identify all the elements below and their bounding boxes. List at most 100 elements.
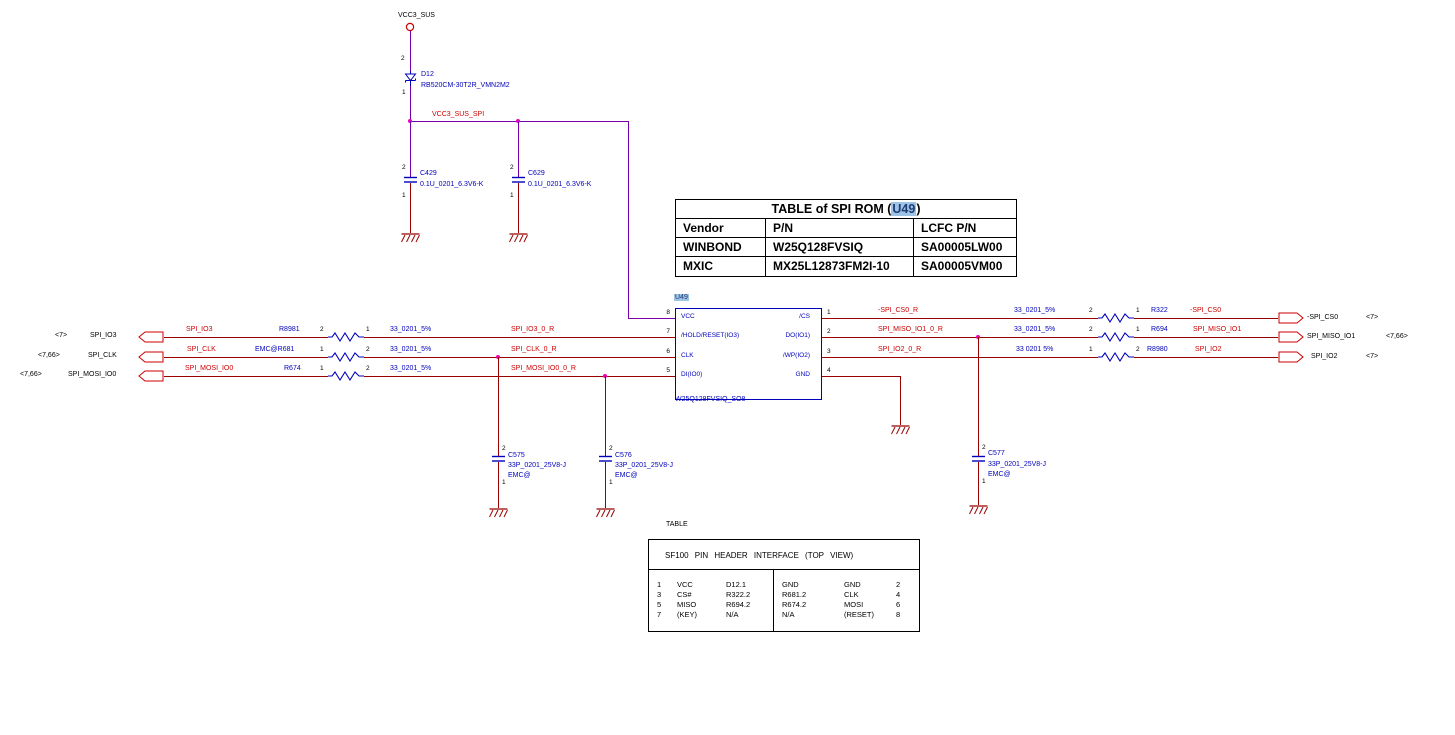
spi-rom-table: TABLE of SPI ROM (U49) Vendor P/N LCFC P… [675, 199, 1017, 277]
cap-pin-top: 2 [402, 164, 406, 171]
page-ref: <7> [55, 332, 68, 339]
table-cell: 2 [896, 580, 901, 589]
offpage-port-icon[interactable] [138, 351, 164, 363]
wire-spi-miso-io1 [1134, 337, 1278, 338]
wire-vcc3-sus-spi [628, 318, 675, 319]
cap-part: 33P_0201_25V8-J [508, 462, 566, 469]
table-cell: 6 [896, 600, 901, 609]
cap-pin-top: 2 [609, 445, 613, 452]
resistor-icon[interactable] [1098, 312, 1134, 324]
table-cell: 1 [657, 580, 662, 589]
port-name: SPI_MOSI_IO0 [68, 371, 117, 378]
ic-pin-name-do: DO(IO1) [785, 332, 810, 339]
ic-pin-num: 6 [666, 348, 670, 355]
wire-gnd [498, 462, 499, 508]
offpage-port-icon[interactable] [1278, 312, 1304, 324]
table-cell: N/A [726, 610, 739, 619]
net-label: SPI_CLK [187, 346, 216, 353]
wire-spi-clk-0-r [364, 357, 675, 358]
table-cell: N/A [782, 610, 795, 619]
resistor-value: 33_0201_5% [390, 346, 432, 353]
offpage-port-icon[interactable] [1278, 331, 1304, 343]
resistor-icon[interactable] [328, 370, 364, 382]
diode-d12-icon[interactable] [404, 71, 417, 86]
net-label: SPI_MOSI_IO0_0_R [511, 365, 576, 372]
table-cell: 4 [896, 590, 901, 599]
spi-rom-table-title: TABLE of SPI ROM (U49) [676, 200, 1016, 219]
ic-pin-num: 3 [827, 348, 831, 355]
wire-gnd [410, 183, 411, 233]
ic-pin-num: 4 [827, 367, 831, 374]
page-ref: <7,66> [38, 352, 60, 359]
diode-pin-top: 2 [401, 55, 405, 62]
net-label: SPI_CLK_0_R [511, 346, 557, 353]
resistor-ref: EMC@R681 [255, 346, 295, 353]
table-cell: SA00005LW00 [921, 240, 1003, 254]
offpage-port-icon[interactable] [138, 370, 164, 382]
resistor-icon[interactable] [1098, 351, 1134, 363]
wire-spi-cs0 [1134, 318, 1278, 319]
table-title-text: ) [916, 202, 921, 216]
resistor-pin: 1 [1136, 307, 1140, 314]
ic-ref-highlight[interactable]: U49 [674, 294, 689, 301]
ic-pin-num: 8 [666, 309, 670, 316]
resistor-icon[interactable] [328, 331, 364, 343]
col-header-lcfc-pn: LCFC P/N [921, 221, 977, 235]
wire-c429 [410, 121, 411, 177]
wire-spi-io3-0-r [364, 337, 675, 338]
cap-pin-bottom: 1 [402, 192, 406, 199]
resistor-pin: 1 [320, 365, 324, 372]
table-cell: (KEY) [677, 610, 698, 619]
ic-pin-num: 7 [666, 328, 670, 335]
vcc-rail-icon[interactable] [405, 22, 415, 32]
cap-note: EMC@ [988, 471, 1011, 478]
table-cell: MX25L12873FM2I-10 [766, 257, 914, 276]
table-cell: R322.2 [726, 590, 751, 599]
cap-note: EMC@ [615, 472, 638, 479]
capacitor-c429-icon[interactable] [404, 176, 417, 184]
wire-c629 [518, 121, 519, 177]
wire-gnd [822, 376, 900, 377]
resistor-ref: R8980 [1147, 346, 1168, 353]
gnd-icon [509, 233, 528, 243]
capacitor-c575-icon[interactable] [492, 455, 505, 463]
resistor-icon[interactable] [328, 351, 364, 363]
wire-gnd [605, 462, 606, 508]
table-cell: MXIC [676, 257, 766, 276]
table-cell: 7 [657, 610, 662, 619]
cap-part: 33P_0201_25V8-J [615, 462, 673, 469]
table-cell: GND [782, 580, 799, 589]
cap-part: 33P_0201_25V8-J [988, 461, 1046, 468]
ic-pin-name-gnd: GND [795, 371, 810, 378]
capacitor-c576-icon[interactable] [599, 455, 612, 463]
gnd-icon [401, 233, 420, 243]
offpage-port-icon[interactable] [1278, 351, 1304, 363]
port-name: SPI_CLK [88, 352, 117, 359]
table-title-highlight[interactable]: U49 [891, 202, 917, 216]
wire-spi-mosi-io0-0-r [364, 376, 675, 377]
net-label: -SPI_CS0_R [878, 307, 919, 314]
table-cell: 8 [896, 610, 901, 619]
page-ref: <7> [1366, 353, 1379, 360]
ic-u49-body[interactable] [675, 308, 822, 400]
power-rail-label: VCC3_SUS [398, 12, 435, 19]
ic-pin-num: 2 [827, 328, 831, 335]
port-name: SPI_MISO_IO1 [1307, 333, 1356, 340]
resistor-value: 33_0201_5% [1014, 307, 1056, 314]
capacitor-c577-icon[interactable] [972, 455, 985, 463]
pin-header-table-title: SF100 PIN HEADER INTERFACE (TOP VIEW) [649, 540, 919, 570]
resistor-value: 33_0201_5% [390, 326, 432, 333]
wire-spi-io2-0-r [822, 357, 1098, 358]
table-cell: WINBOND [676, 238, 766, 256]
resistor-pin: 2 [1089, 326, 1093, 333]
table-cell: MISO [677, 600, 697, 609]
table-cell: W25Q128FVSIQ [766, 238, 914, 256]
offpage-port-icon[interactable] [138, 331, 164, 343]
capacitor-c629-icon[interactable] [512, 176, 525, 184]
net-label: SPI_IO2_0_R [878, 346, 922, 353]
wire-c576 [605, 376, 606, 456]
cap-ref: C576 [615, 452, 632, 459]
resistor-icon[interactable] [1098, 331, 1134, 343]
